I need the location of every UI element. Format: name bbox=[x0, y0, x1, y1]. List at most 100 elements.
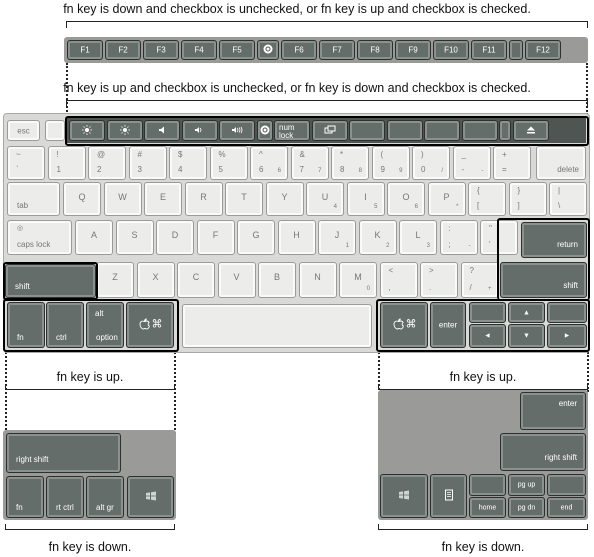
special-key-blank-8[interactable] bbox=[349, 120, 385, 141]
arrow-left-key[interactable]: ◄ bbox=[469, 324, 506, 348]
qwerty-key-4[interactable]: T bbox=[225, 182, 263, 216]
blank-key[interactable] bbox=[45, 120, 65, 141]
blank-arrow-right-top[interactable] bbox=[547, 302, 587, 323]
special-key-blank-9[interactable] bbox=[386, 120, 423, 141]
number-key-4[interactable]: $4 bbox=[169, 146, 207, 180]
zxcv-key-7[interactable]: <, bbox=[379, 262, 418, 298]
f-key-f5[interactable]: F5 bbox=[219, 40, 255, 60]
ctrl-key[interactable]: ctrl bbox=[46, 302, 84, 348]
number-key-2[interactable]: @2 bbox=[88, 146, 126, 180]
number-key-11[interactable]: _-- bbox=[452, 146, 491, 180]
asdf-key-10[interactable]: "' bbox=[480, 220, 518, 255]
right-shift-key-alt[interactable]: right shift bbox=[6, 433, 121, 473]
special-key-blank-11[interactable] bbox=[461, 120, 498, 141]
qwerty-key-5[interactable]: Y bbox=[265, 182, 304, 216]
asdf-key-9[interactable]: :;- bbox=[439, 220, 478, 255]
f-key-f12[interactable]: F12 bbox=[525, 40, 561, 60]
rt-ctrl-key[interactable]: rt ctrl bbox=[46, 476, 84, 518]
special-key-volume-mute-icon[interactable] bbox=[144, 120, 180, 141]
f-key-f6[interactable]: F6 bbox=[281, 40, 317, 60]
asdf-key-3[interactable]: F bbox=[196, 220, 235, 255]
f-key-f4[interactable]: F4 bbox=[181, 40, 217, 60]
number-key-12[interactable]: += bbox=[493, 146, 531, 180]
qwerty-key-11[interactable]: }] bbox=[508, 182, 547, 216]
number-key-0[interactable]: ~` bbox=[7, 146, 45, 180]
command-right-key[interactable]: ⌘ bbox=[380, 302, 428, 348]
qwerty-key-2[interactable]: E bbox=[144, 182, 182, 216]
return-key[interactable]: return bbox=[521, 222, 587, 258]
delete-key[interactable]: delete bbox=[536, 146, 586, 180]
windows-key-right[interactable] bbox=[380, 474, 428, 518]
f-key-f9[interactable]: F9 bbox=[395, 40, 431, 60]
qwerty-key-1[interactable]: W bbox=[103, 182, 142, 216]
special-key-brightness-up-icon[interactable] bbox=[106, 120, 143, 141]
alt-gr-key[interactable]: alt gr bbox=[86, 476, 124, 518]
caps-lock-key[interactable]: caps lock◎ bbox=[7, 220, 72, 255]
home-key[interactable]: home bbox=[469, 497, 506, 518]
f-key-blank-5[interactable] bbox=[257, 40, 279, 60]
qwerty-key-0[interactable]: Q bbox=[63, 182, 101, 216]
space-bar[interactable] bbox=[182, 304, 372, 348]
qwerty-key-12[interactable]: |\ bbox=[549, 182, 587, 216]
special-key-blank-10[interactable] bbox=[424, 120, 460, 141]
right-shift-key-right[interactable]: right shift bbox=[500, 433, 586, 471]
shift-right-key[interactable]: shift bbox=[500, 262, 587, 298]
number-key-10[interactable]: )0/ bbox=[412, 146, 450, 180]
zxcv-key-3[interactable]: V bbox=[217, 262, 256, 298]
menu-key[interactable] bbox=[430, 474, 467, 518]
qwerty-key-10[interactable]: {[ bbox=[468, 182, 506, 216]
asdf-key-1[interactable]: S bbox=[115, 220, 154, 255]
number-key-5[interactable]: %5 bbox=[209, 146, 248, 180]
end-key[interactable]: end bbox=[547, 497, 586, 518]
special-key-eject-small-icon[interactable] bbox=[256, 120, 273, 141]
special-key-volume-up-icon[interactable] bbox=[219, 120, 255, 141]
zxcv-key-1[interactable]: X bbox=[136, 262, 175, 298]
esc-key[interactable]: esc bbox=[7, 120, 40, 141]
pg-up-key[interactable]: pg up bbox=[508, 474, 545, 496]
asdf-key-2[interactable]: D bbox=[156, 220, 194, 255]
f-key-f11[interactable]: F11 bbox=[471, 40, 507, 60]
blank-nav-left[interactable] bbox=[469, 474, 506, 496]
f-key-f2[interactable]: F2 bbox=[105, 40, 141, 60]
f-key-blank-12[interactable] bbox=[509, 40, 523, 60]
special-key-blank-12[interactable] bbox=[499, 120, 511, 141]
pg-dn-key[interactable]: pg dn bbox=[508, 497, 545, 518]
enter-key-alt[interactable]: enter bbox=[520, 392, 586, 430]
fn-key[interactable]: fn bbox=[7, 302, 45, 348]
number-key-1[interactable]: !1 bbox=[47, 146, 86, 180]
zxcv-key-8[interactable]: >. bbox=[420, 262, 458, 298]
f-key-f1[interactable]: F1 bbox=[67, 40, 103, 60]
qwerty-key-3[interactable]: R bbox=[184, 182, 223, 216]
zxcv-key-2[interactable]: C bbox=[177, 262, 215, 298]
windows-key-left[interactable] bbox=[127, 476, 174, 518]
f-key-f3[interactable]: F3 bbox=[143, 40, 179, 60]
special-key-eject-icon[interactable] bbox=[512, 120, 549, 141]
f-key-f10[interactable]: F10 bbox=[433, 40, 469, 60]
command-left-key[interactable]: ⌘ bbox=[126, 302, 174, 348]
qwerty-key-9[interactable]: P* bbox=[427, 182, 466, 216]
zxcv-key-0[interactable]: Z bbox=[96, 262, 134, 298]
f-key-f7[interactable]: F7 bbox=[319, 40, 355, 60]
enter-key[interactable]: enter bbox=[430, 302, 466, 348]
zxcv-key-5[interactable]: N bbox=[298, 262, 337, 298]
special-key-brightness-down-icon[interactable] bbox=[69, 120, 105, 141]
special-key-display-mirror-icon[interactable] bbox=[311, 120, 348, 141]
asdf-key-0[interactable]: A bbox=[75, 220, 113, 255]
fn-key-alt[interactable]: fn bbox=[6, 476, 44, 518]
asdf-key-4[interactable]: G bbox=[237, 220, 275, 255]
zxcv-key-9[interactable]: ?/+ bbox=[460, 262, 499, 298]
number-key-3[interactable]: #3 bbox=[128, 146, 167, 180]
